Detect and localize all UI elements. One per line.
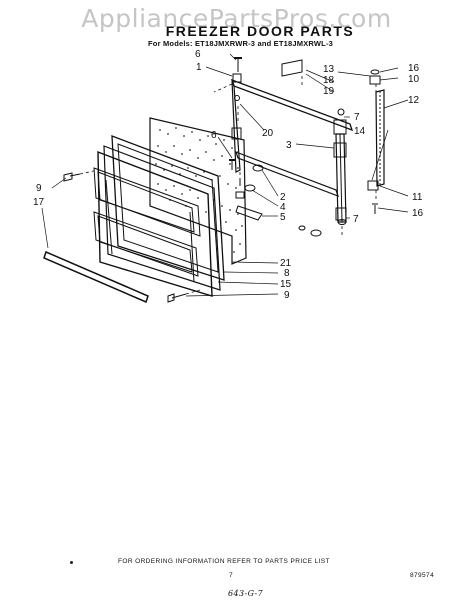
callout-20: 20 [262,128,274,139]
callout-18: 18 [323,75,335,86]
callout-16a: 16 [408,63,420,74]
handwritten-code: 643-G-7 [228,589,264,598]
callout-15: 15 [280,279,292,290]
ordering-note: FOR ORDERING INFORMATION REFER TO PARTS … [118,558,330,565]
callout-19: 19 [323,86,335,97]
callout-6b: 6 [211,130,217,141]
watermark: AppliancePartsPros.com [81,4,392,33]
door-gasket [103,135,225,291]
door-shelf-bar [43,250,149,304]
callout-7b: 7 [353,214,359,225]
callout-1: 1 [196,62,202,73]
callout-9b: 9 [284,290,290,301]
callout-21: 21 [280,258,292,269]
callout-7a: 7 [354,112,360,123]
callout-9a: 9 [36,183,42,194]
door-liner [93,150,213,297]
callout-17: 17 [33,197,45,208]
diagram-title: FREEZER DOOR PARTS [165,23,355,39]
callout-2: 2 [280,192,286,203]
door-frame-assembly [230,73,354,225]
handle-trim [367,69,385,214]
insulation-panel [149,117,247,265]
models-line: For Models: ET18JMXRWR-3 and ET18JMXRWL-… [148,39,334,48]
callout-10: 10 [408,74,420,85]
leader-lines [41,53,409,297]
callout-13: 13 [323,64,335,75]
bracket [281,59,303,77]
part-code: 879574 [410,572,435,579]
callout-14: 14 [354,126,366,137]
hinge-parts [235,164,322,237]
callout-12: 12 [408,95,420,106]
bullet-mark [70,561,73,564]
hidden-lines [79,76,377,295]
screws [63,57,245,303]
callout-8: 8 [284,268,290,279]
page-number: 7 [229,572,234,579]
callout-16b: 16 [412,208,424,219]
callout-11: 11 [412,192,423,203]
callout-4: 4 [280,202,286,213]
callout-5: 5 [280,212,286,223]
callout-6a: 6 [195,49,201,60]
callout-3: 3 [286,140,292,151]
callout-labels: 6 1 13 18 19 16 10 12 20 7 14 3 6 2 4 5 … [33,49,424,301]
